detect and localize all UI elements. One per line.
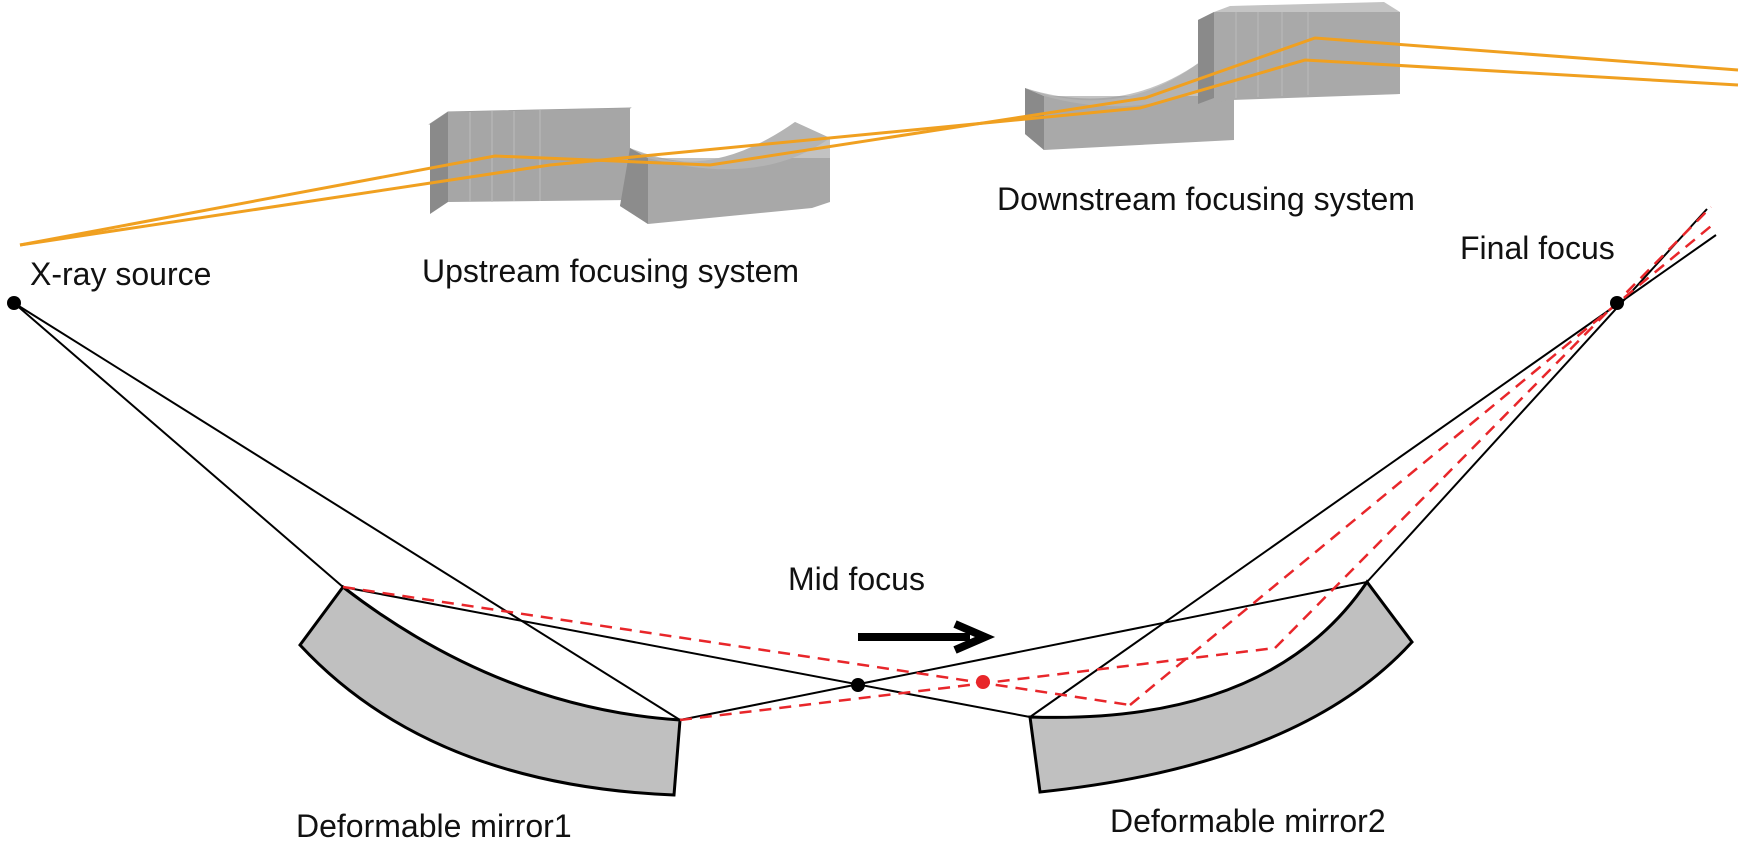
shifted-mid-focus-point xyxy=(976,675,990,689)
final-focus-label: Final focus xyxy=(1460,230,1615,266)
upstream-block-2 xyxy=(620,122,830,224)
deformable-mirror-2 xyxy=(1028,579,1414,794)
xray-source-label: X-ray source xyxy=(30,256,212,292)
deformable-mirror-2-label: Deformable mirror2 xyxy=(1110,803,1386,839)
upstream-block-1 xyxy=(428,107,632,214)
mid-focus-shift-arrow xyxy=(858,620,996,654)
mid-focus-label: Mid focus xyxy=(788,561,925,597)
mid-focus-point xyxy=(851,678,865,692)
shifted-ray-1 xyxy=(342,585,1131,707)
ray-source-to-m1-end xyxy=(13,302,681,721)
ray-m1-start-to-m2-start xyxy=(342,586,1031,718)
upstream-focusing-system-label: Upstream focusing system xyxy=(422,253,800,289)
ray-m2-end-to-final xyxy=(1366,208,1708,583)
downstream-focusing-system xyxy=(1025,2,1400,150)
deformable-mirror-1-label: Deformable mirror1 xyxy=(296,808,572,844)
upstream-focusing-system xyxy=(428,107,830,224)
final-focus-point xyxy=(1610,296,1624,310)
beam-path-1 xyxy=(19,36,1739,247)
xray-source-point xyxy=(7,296,21,310)
ray-source-to-m1-start xyxy=(13,302,344,588)
shifted-ray-4 xyxy=(1274,206,1712,649)
ray-lines xyxy=(13,208,1717,721)
ray-m1-end-to-m2-end xyxy=(679,581,1368,721)
deformable-mirror-1 xyxy=(298,584,682,797)
downstream-block-2 xyxy=(1198,2,1400,104)
shifted-rays xyxy=(342,206,1717,722)
downstream-focusing-system-label: Downstream focusing system xyxy=(997,181,1415,217)
beam-paths xyxy=(19,36,1739,247)
shifted-ray-3 xyxy=(1129,221,1717,706)
beam-path-2 xyxy=(19,58,1739,247)
